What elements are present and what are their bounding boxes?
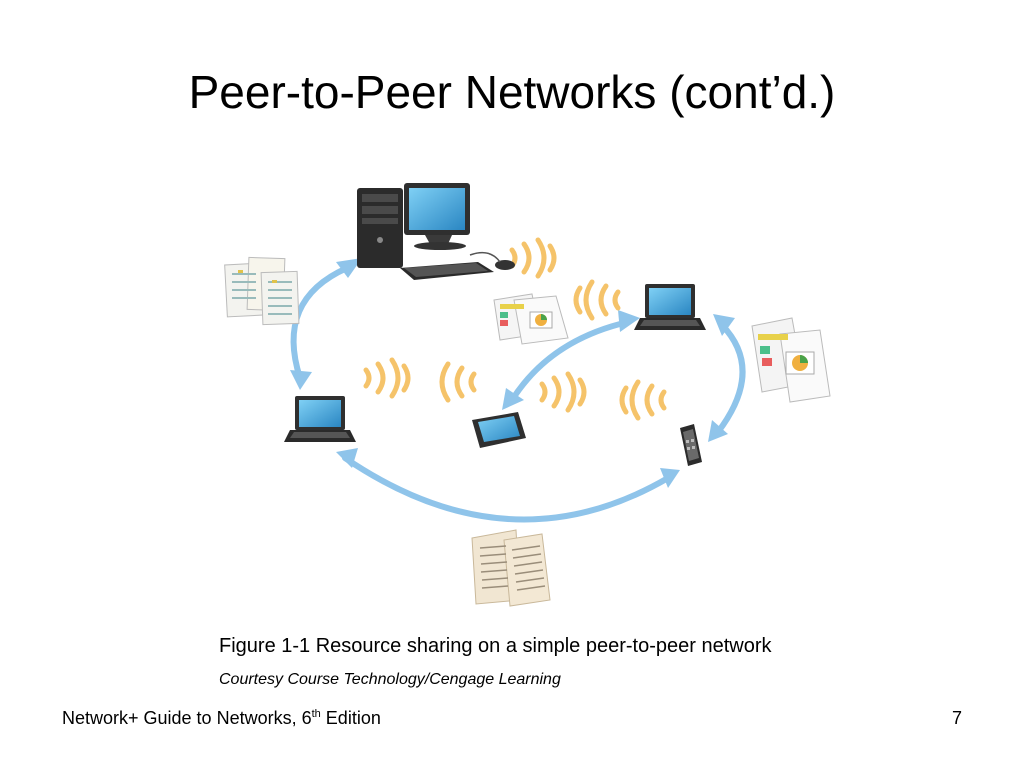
text-documents-icon [471,529,551,607]
presentation-document-icon [493,293,569,345]
arrowhead [708,420,728,442]
presentation-document-icon [751,317,831,403]
arrow-laptop-right-smartphone [715,322,746,435]
arrowhead [713,314,735,336]
footer-book-name: Network+ Guide to Networks, 6 [62,708,312,728]
arrowhead [502,388,524,410]
smartphone-icon [680,424,702,466]
arrowhead [336,448,358,468]
spreadsheet-documents-icon [224,256,300,326]
tablet-icon [472,412,526,448]
arrow-laptop-right-tablet [509,319,631,403]
wifi-waves-icon [439,361,477,403]
wifi-waves-icon [363,357,411,399]
connection-arrows [290,265,746,523]
wifi-waves-icon [539,371,587,413]
slide-title: Peer-to-Peer Networks (cont’d.) [188,66,836,118]
wifi-waves-icon [509,237,557,279]
arrowhead [660,468,680,488]
footer-book-title: Network+ Guide to Networks, 6th Edition [62,706,381,730]
figure-caption: Figure 1-1 Resource sharing on a simple … [219,635,772,657]
page-number: 7 [951,708,962,728]
arrow-desktop-laptop-left [290,265,350,381]
footer-edition-suffix: Edition [320,708,381,728]
arrowhead [618,310,640,332]
laptop-icon [284,396,356,442]
figure-credit: Courtesy Course Technology/Cengage Learn… [219,671,561,688]
desktop-computer-icon [357,183,515,280]
wireless-waves [363,237,667,421]
arrowheads [290,258,735,488]
laptop-icon [634,284,706,330]
arrowhead [290,370,312,390]
arrowhead [336,258,362,278]
arrow-laptop-left-smartphone [342,455,671,523]
wifi-waves-icon [619,379,667,421]
footer-edition-superscript: th [311,708,321,720]
wifi-waves-icon [573,279,621,321]
